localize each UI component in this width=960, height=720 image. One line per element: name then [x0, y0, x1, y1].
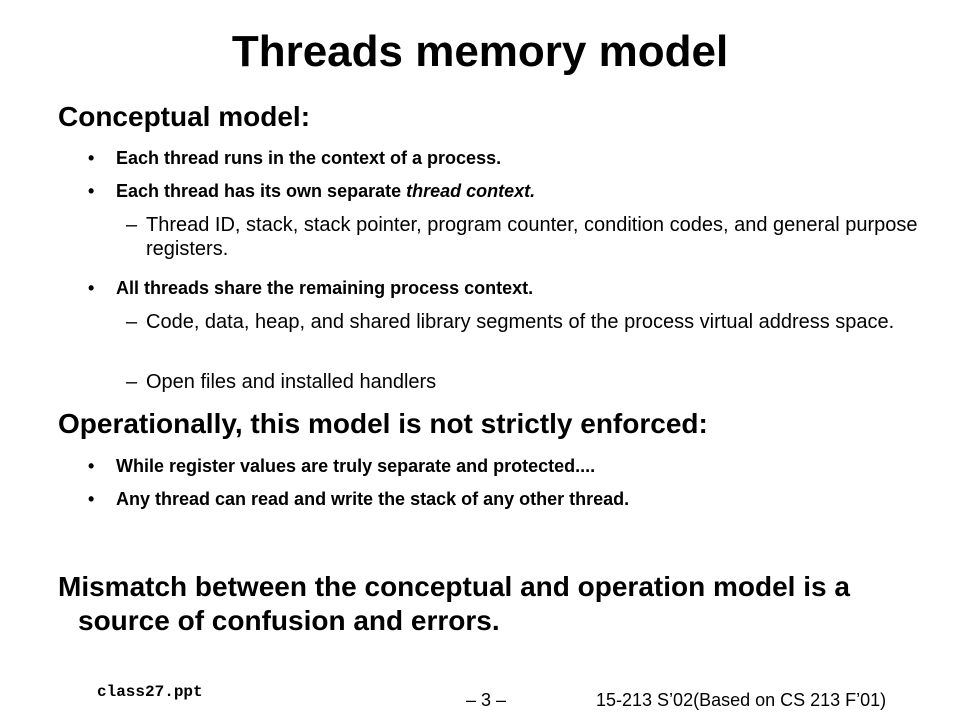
bullet-glyph: •: [88, 456, 95, 476]
sub-bullet-shared-segments: –Code, data, heap, and shared library se…: [126, 310, 926, 334]
slide-title: Threads memory model: [231, 27, 729, 76]
bullet-text-emphasis: thread context.: [406, 181, 536, 201]
bullet-thread-context-process: • Each thread runs in the context of a pr…: [88, 147, 908, 169]
bullet-glyph: •: [88, 148, 95, 168]
sub-bullet-text: Thread ID, stack, stack pointer, program…: [146, 214, 918, 260]
sub-bullet-text: Code, data, heap, and shared library seg…: [146, 311, 895, 333]
bullet-glyph: •: [88, 489, 95, 509]
bullet-text: While register values are truly separate…: [116, 456, 596, 476]
dash-glyph: –: [126, 311, 138, 333]
sub-bullet-text: Open files and installed handlers: [146, 371, 437, 393]
bullet-own-thread-context: • Each thread has its own separate thread…: [88, 180, 908, 202]
footer-course: 15-213 S’02(Based on CS 213 F’01): [596, 690, 887, 710]
bullet-text: All threads share the remaining process …: [116, 278, 534, 298]
footer-filename: class27.ppt: [97, 683, 203, 701]
heading-conceptual-model: Conceptual model:: [58, 101, 311, 132]
bullet-shared-process-context: • All threads share the remaining process…: [88, 277, 908, 299]
bullet-glyph: •: [88, 278, 95, 298]
sub-bullet-open-files: –Open files and installed handlers: [126, 370, 926, 394]
bullet-stack-access: • Any thread can read and write the stack…: [88, 488, 908, 510]
bullet-text: Any thread can read and write the stack …: [116, 489, 630, 509]
heading-operationally: Operationally, this model is not strictl…: [58, 408, 708, 439]
conclusion-mismatch: Mismatch between the conceptual and oper…: [58, 571, 850, 636]
bullet-text: Each thread runs in the context of a pro…: [116, 148, 502, 168]
bullet-register-values: • While register values are truly separat…: [88, 455, 908, 477]
bullet-glyph: •: [88, 181, 95, 201]
dash-glyph: –: [126, 214, 138, 236]
dash-glyph: –: [126, 371, 138, 393]
footer-page-number: – 3 –: [466, 690, 507, 710]
bullet-text: Each thread has its own separate: [116, 181, 407, 201]
sub-bullet-thread-context-items: –Thread ID, stack, stack pointer, progra…: [126, 213, 926, 261]
